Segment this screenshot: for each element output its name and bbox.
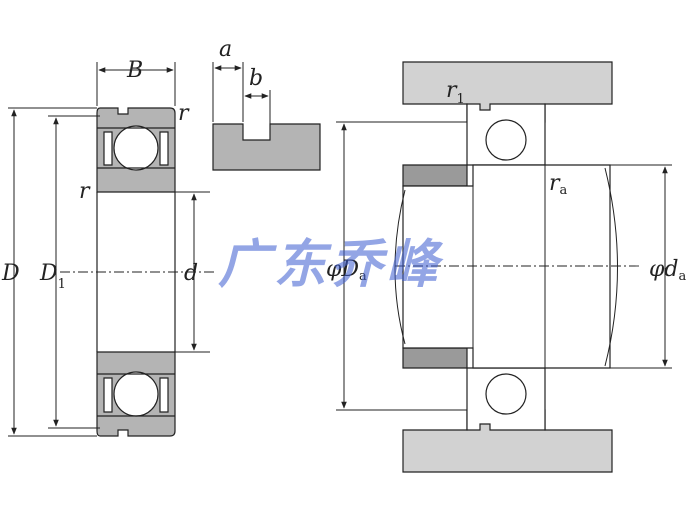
- label-phi-Da: φDa: [326, 257, 367, 284]
- dimension-lines-left: [8, 62, 210, 437]
- label-D: D: [1, 261, 20, 286]
- label-r-top: r: [178, 101, 190, 126]
- label-B: B: [126, 58, 143, 83]
- label-phi-da: φda: [649, 257, 687, 284]
- watermark-text: 广东乔峰: [218, 235, 444, 295]
- mounting-assembly: [394, 61, 640, 473]
- groove-detail: [212, 62, 321, 171]
- label-b: b: [249, 66, 263, 91]
- label-r1: r1: [446, 78, 465, 107]
- label-ra: ra: [549, 171, 568, 198]
- labels: B a b r r D D1 d r1 ra φDa φda: [1, 37, 687, 292]
- bearing-section-left: [60, 107, 215, 437]
- bottom-ring-section: [96, 351, 176, 437]
- label-D1: D1: [39, 261, 66, 292]
- top-ring-section: [96, 107, 176, 193]
- label-a: a: [219, 37, 232, 62]
- label-d: d: [184, 261, 198, 286]
- dimension-lines-right: [336, 121, 672, 411]
- label-r-side: r: [79, 179, 91, 204]
